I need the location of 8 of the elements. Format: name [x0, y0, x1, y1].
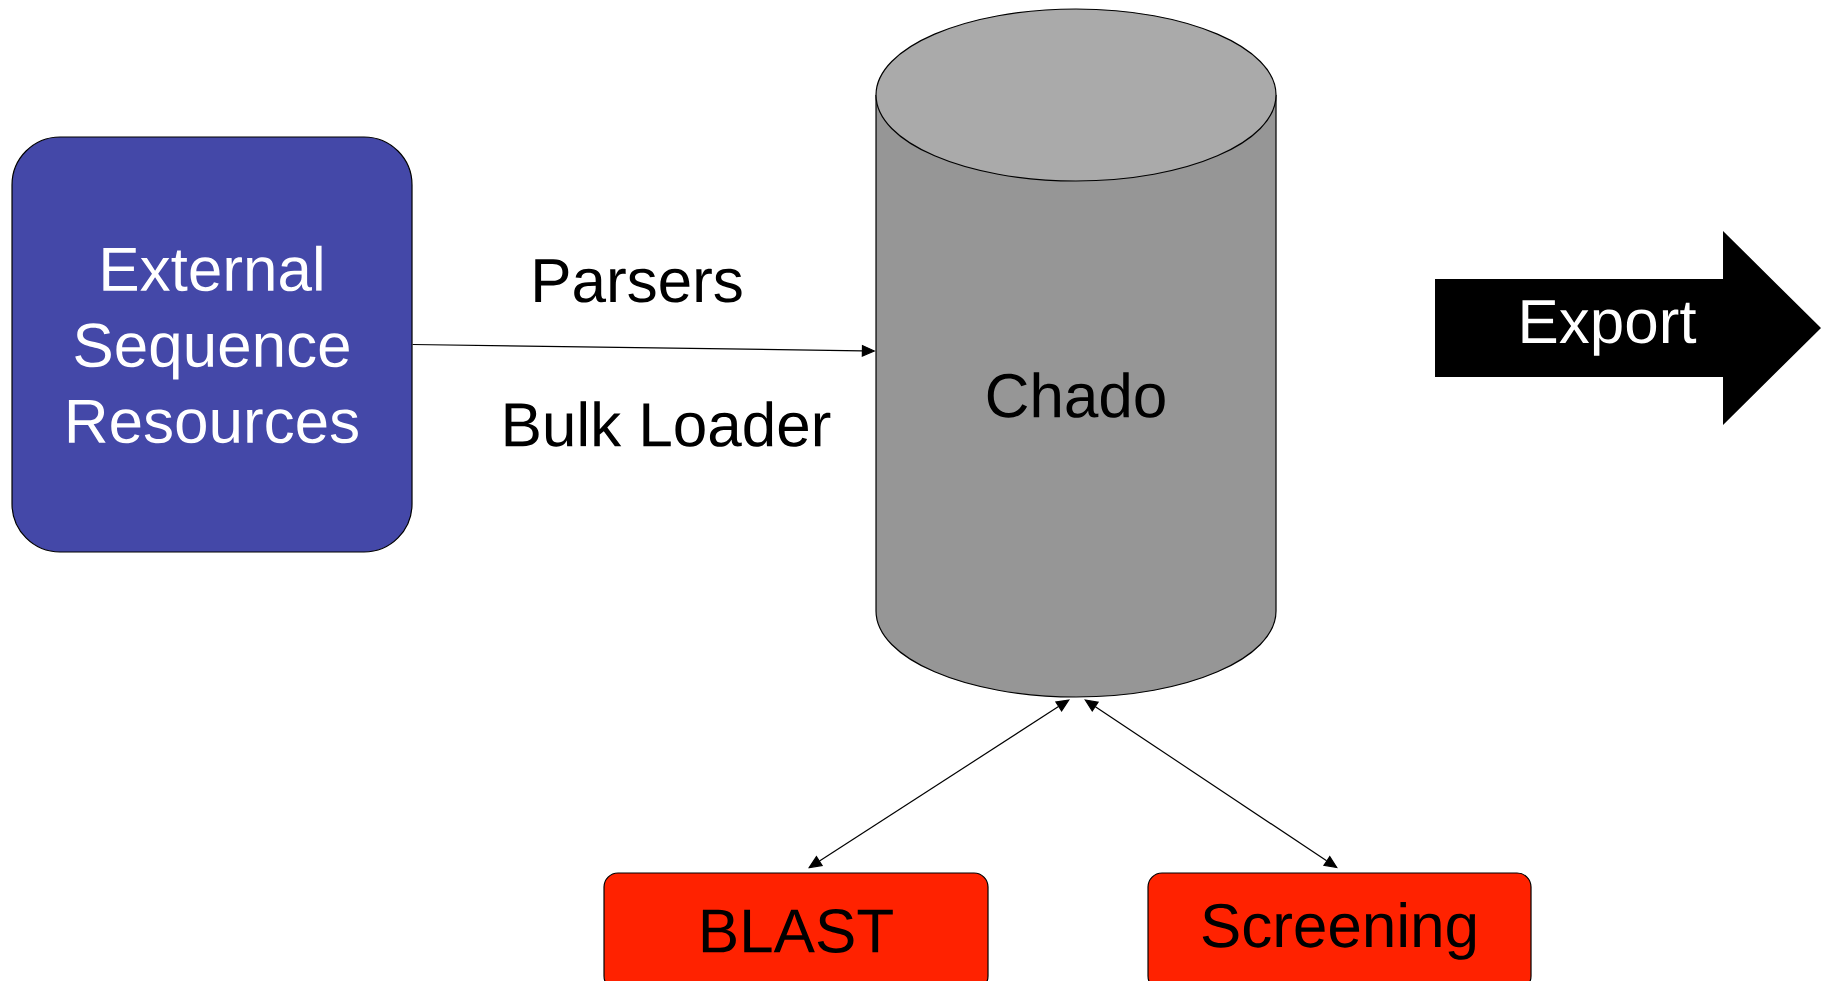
annotation-text: Parsers [535, 259, 742, 303]
arrow [1084, 699, 1338, 869]
database-cylinder: Chado [875, 8, 1277, 698]
annotation-text: Bulk Loader [505, 401, 831, 447]
process-box: Screening [1147, 872, 1532, 981]
process-box: BLAST [603, 872, 989, 981]
arrow [808, 699, 1070, 869]
process-box: External Sequence Resources [11, 136, 413, 553]
